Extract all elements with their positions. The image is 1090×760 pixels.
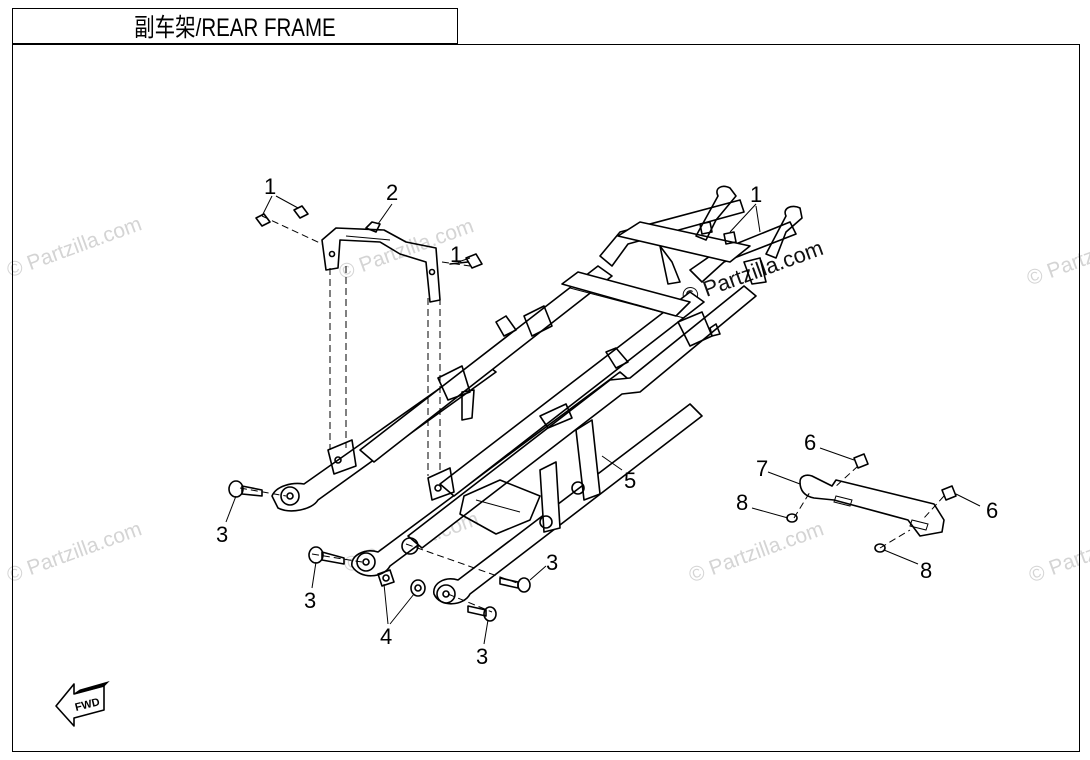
callout-1: 1 <box>750 182 762 207</box>
callout-6: 6 <box>986 498 998 523</box>
callout-5: 5 <box>624 468 636 493</box>
callout-3: 3 <box>216 522 228 547</box>
forward-arrow-icon: FWD <box>55 680 110 727</box>
title-box: 副车架/REAR FRAME <box>12 8 458 44</box>
fwd-label: FWD <box>74 696 101 714</box>
callout-6: 6 <box>804 430 816 455</box>
callout-4: 4 <box>380 624 392 649</box>
leader-lines <box>225 195 981 645</box>
callout-1: 1 <box>264 174 276 199</box>
bracket-part-2 <box>321 221 441 303</box>
callout-8: 8 <box>736 490 748 515</box>
alignment-lines <box>239 215 521 613</box>
fasteners <box>228 205 737 622</box>
callout-3: 3 <box>476 644 488 669</box>
callout-3: 3 <box>304 588 316 613</box>
plate-part-7 <box>786 453 957 553</box>
rear-frame-part-5 <box>271 185 803 605</box>
callout-2: 2 <box>386 180 398 205</box>
callout-numbers: 1 2 1 1 3 3 3 3 4 5 6 7 6 8 8 <box>216 174 998 669</box>
callout-8: 8 <box>920 558 932 583</box>
callout-3: 3 <box>546 550 558 575</box>
callout-7: 7 <box>756 456 768 481</box>
page-title: 副车架/REAR FRAME <box>134 14 336 42</box>
callout-1: 1 <box>450 242 462 267</box>
